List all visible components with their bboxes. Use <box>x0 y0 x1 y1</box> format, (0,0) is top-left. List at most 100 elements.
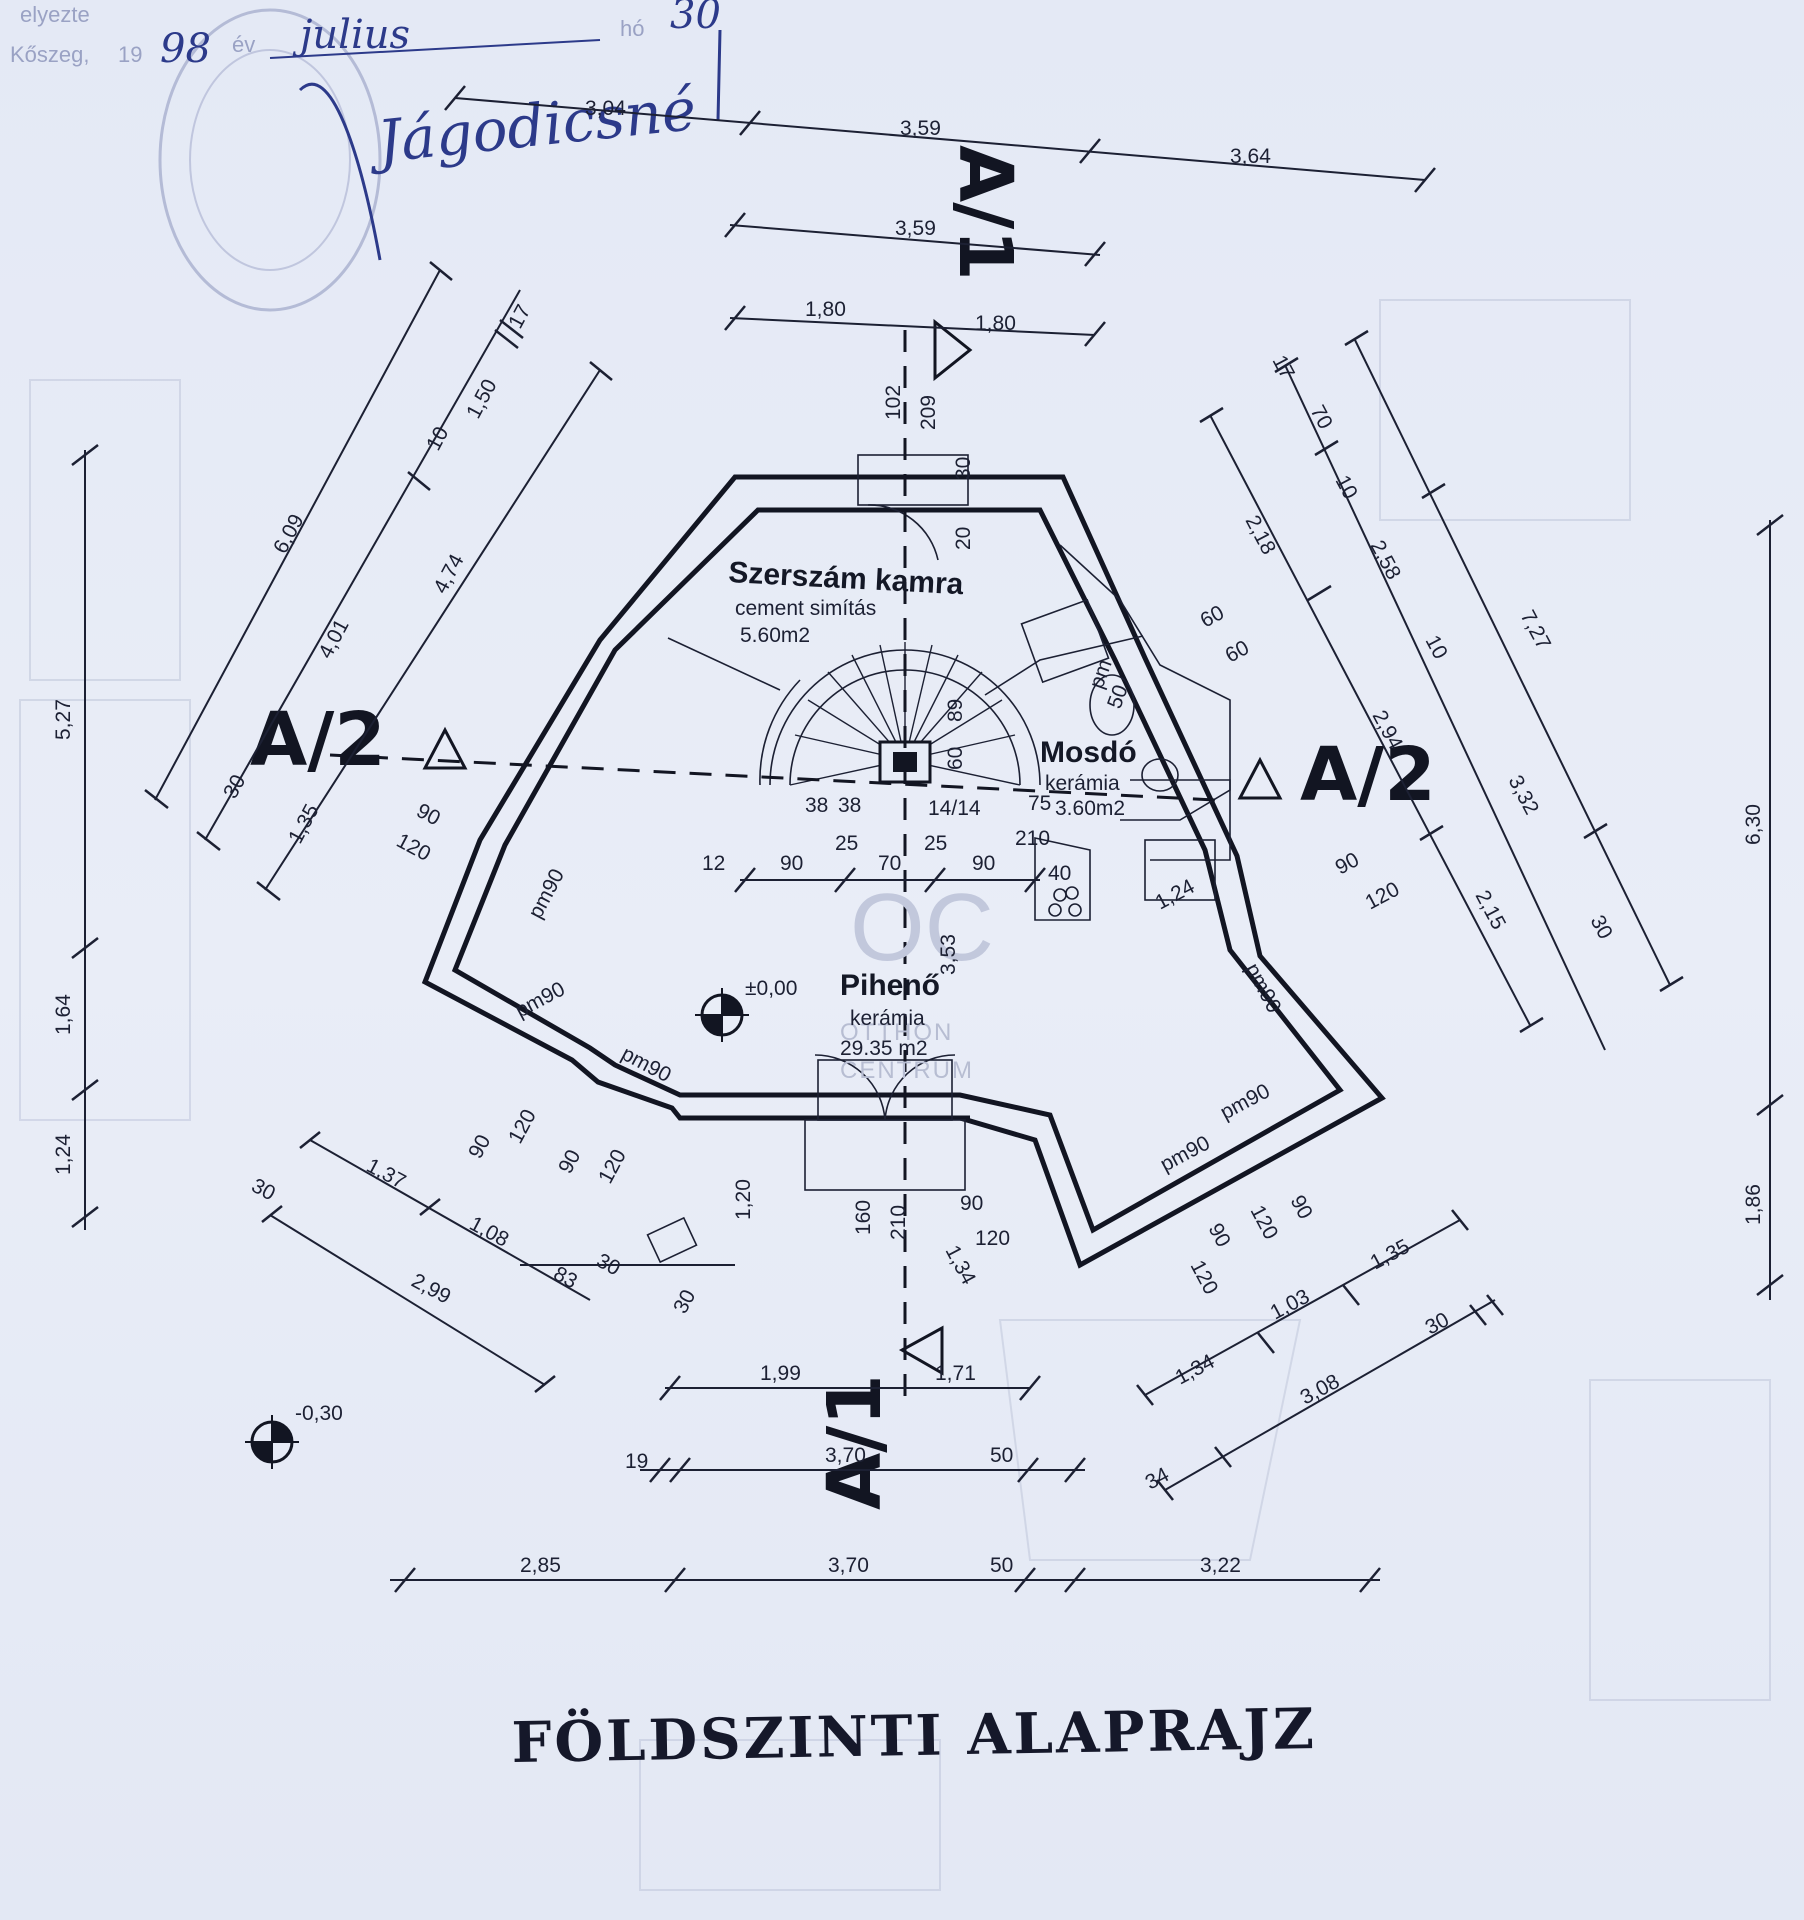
dim-top-2: 3,64 <box>1230 145 1271 168</box>
dim-entrance-1: 210 <box>887 1205 910 1240</box>
stamp-org-text: elyezte <box>20 2 90 27</box>
dim-top-3: 3,59 <box>895 217 936 240</box>
dim-entrance-2: 90 <box>960 1192 983 1215</box>
dim-bottom-5: 2,85 <box>520 1554 561 1577</box>
dim-middle-6: 40 <box>1048 862 1071 885</box>
dim-top-1: 3,59 <box>900 117 941 140</box>
dim-lower-left-4: 1,37 <box>363 1154 410 1193</box>
dim-right-diag-10: 3,32 <box>1504 772 1543 819</box>
watermark-line1: OTTHON <box>840 1019 953 1046</box>
dim-middle-3: 25 <box>924 832 947 855</box>
dim-lower-left-0: 90 <box>464 1131 495 1162</box>
dim-lower-right-2: 120 <box>1186 1257 1223 1299</box>
signature: Jágodicsné <box>364 75 699 177</box>
dim-window-7: pm90 <box>1157 1131 1214 1176</box>
section-a2-left-label: A/2 <box>250 697 386 783</box>
dim-lower-left-7: 83 <box>550 1262 581 1293</box>
dim-top-8: 30 <box>952 457 975 480</box>
dim-right-diag-13: 90 <box>1332 848 1363 879</box>
dim-lower-left-11: 1,20 <box>732 1179 755 1220</box>
dim-right-diag-11: 2,15 <box>1471 887 1510 934</box>
dimension-texts: 3,04 3,59 3,64 3,59 1,80 1,80 102 209 30… <box>52 97 1765 1577</box>
dim-right-diag-8: 10 <box>1421 632 1452 663</box>
dim-left-vert-0: 5,27 <box>52 699 75 740</box>
dim-left-diag-8: 90 <box>413 799 444 830</box>
room-name-piheno: Pihenő <box>840 969 940 1002</box>
dim-left-diag-0: 6,09 <box>269 510 308 557</box>
dim-bottom-3: 3,70 <box>825 1444 866 1467</box>
level-markers: ±0,00 -0,30 <box>245 977 797 1469</box>
dim-right-diag-15: 1,24 <box>1152 875 1199 915</box>
watermark-line2: CENTRUM <box>840 1057 974 1084</box>
dim-lower-right-9: 3,08 <box>1297 1370 1344 1409</box>
dim-top-5: 1,80 <box>975 312 1016 335</box>
room-labels: Szerszám kamra cement simítás 5.60m2 Mos… <box>728 556 1137 1060</box>
dim-entrance-3: 120 <box>975 1227 1010 1250</box>
building-walls <box>421 454 1386 1269</box>
dim-bottom-4: 50 <box>990 1444 1013 1467</box>
dim-left-diag-1: 4,01 <box>314 615 353 662</box>
dim-middle-1: 90 <box>780 852 803 875</box>
dim-stair-0: 38 <box>805 794 828 817</box>
approval-stamp: elyezte Kőszeg, 19 98 év julius hó 30 Já… <box>10 0 722 312</box>
dim-right-diag-4: 2,58 <box>1366 537 1405 584</box>
dim-window-5: pm90 <box>1217 1079 1274 1124</box>
background-sheet <box>19 299 1771 1891</box>
stamp-month: julius <box>292 12 410 58</box>
dim-middle-0: 12 <box>702 852 725 875</box>
bathroom-fixtures <box>1020 598 1216 917</box>
drawing-title: FÖLDSZINTI ALAPRAJZ <box>511 1695 1317 1776</box>
dim-right-diag-12: 30 <box>1586 912 1617 943</box>
dim-lower-right-3: 90 <box>1204 1220 1235 1251</box>
dim-lower-left-8: 30 <box>248 1174 279 1205</box>
dim-top-4: 1,80 <box>805 298 846 321</box>
dim-lower-right-10: 30 <box>1422 1308 1453 1339</box>
dim-right-diag-3: 2,18 <box>1241 512 1280 559</box>
dim-left-diag-2: 4,74 <box>429 550 469 597</box>
dim-right-diag-7: 60 <box>1222 636 1253 667</box>
room-finish-szerszam: cement simítás <box>735 597 876 620</box>
dim-lower-right-7: 1,03 <box>1267 1285 1314 1324</box>
dim-stair-4: 89 <box>944 699 967 722</box>
dim-right-diag-0: 17 <box>1268 352 1299 383</box>
dim-stair-8: 210 <box>1015 827 1050 850</box>
dim-top-9: 20 <box>952 527 975 550</box>
dim-right-diag-6: 60 <box>1197 601 1228 632</box>
dim-stair-1: 38 <box>838 794 861 817</box>
dim-lower-left-6: 2,99 <box>408 1269 455 1308</box>
dim-lower-right-8: 1,35 <box>1367 1235 1414 1274</box>
dim-lower-left-9: 30 <box>593 1249 624 1280</box>
spiral-staircase <box>759 642 1041 786</box>
dim-bottom-0: 1,99 <box>760 1362 801 1385</box>
watermark-logo: OC <box>850 874 994 981</box>
dim-lower-right-0: 90 <box>1286 1192 1317 1223</box>
room-name-mosdo: Mosdó <box>1040 736 1137 769</box>
room-name-szerszam: Szerszám kamra <box>728 556 965 601</box>
stamp-day: 30 <box>670 0 721 38</box>
room-area-mosdo: 3.60m2 <box>1055 797 1125 820</box>
dim-lower-left-5: 1,08 <box>466 1212 513 1251</box>
section-a1-top-label: A/1 <box>942 145 1028 281</box>
dim-stair-3: 75 <box>1028 792 1051 815</box>
dim-lower-left-1: 120 <box>504 1106 541 1148</box>
dim-left-diag-4: 10 <box>422 423 453 454</box>
dim-bottom-7: 50 <box>990 1554 1013 1577</box>
dim-top-6: 102 <box>882 385 905 420</box>
stamp-year-word: év <box>232 32 255 57</box>
dim-lower-right-6: 1,34 <box>1172 1350 1219 1390</box>
section-lines: A/1 A/2 A/1 A/2 A/2 <box>250 145 1436 1510</box>
dim-stair-5: 60 <box>944 747 967 770</box>
dim-middle-2: 25 <box>835 832 858 855</box>
dim-left-diag-9: 120 <box>393 829 435 866</box>
room-finish-mosdo: kerámia <box>1045 772 1120 795</box>
dim-lower-left-2: 90 <box>554 1146 585 1177</box>
dim-right-vert-1: 1,86 <box>1742 1184 1765 1225</box>
dim-bottom-1: 1,71 <box>935 1362 976 1385</box>
dim-lower-right-11: 34 <box>1142 1463 1174 1494</box>
stamp-city-text: Kőszeg, <box>10 42 90 67</box>
dim-bottom-6: 3,70 <box>828 1554 869 1577</box>
room-area-szerszam: 5.60m2 <box>740 624 810 647</box>
dim-entrance-0: 160 <box>852 1200 875 1235</box>
